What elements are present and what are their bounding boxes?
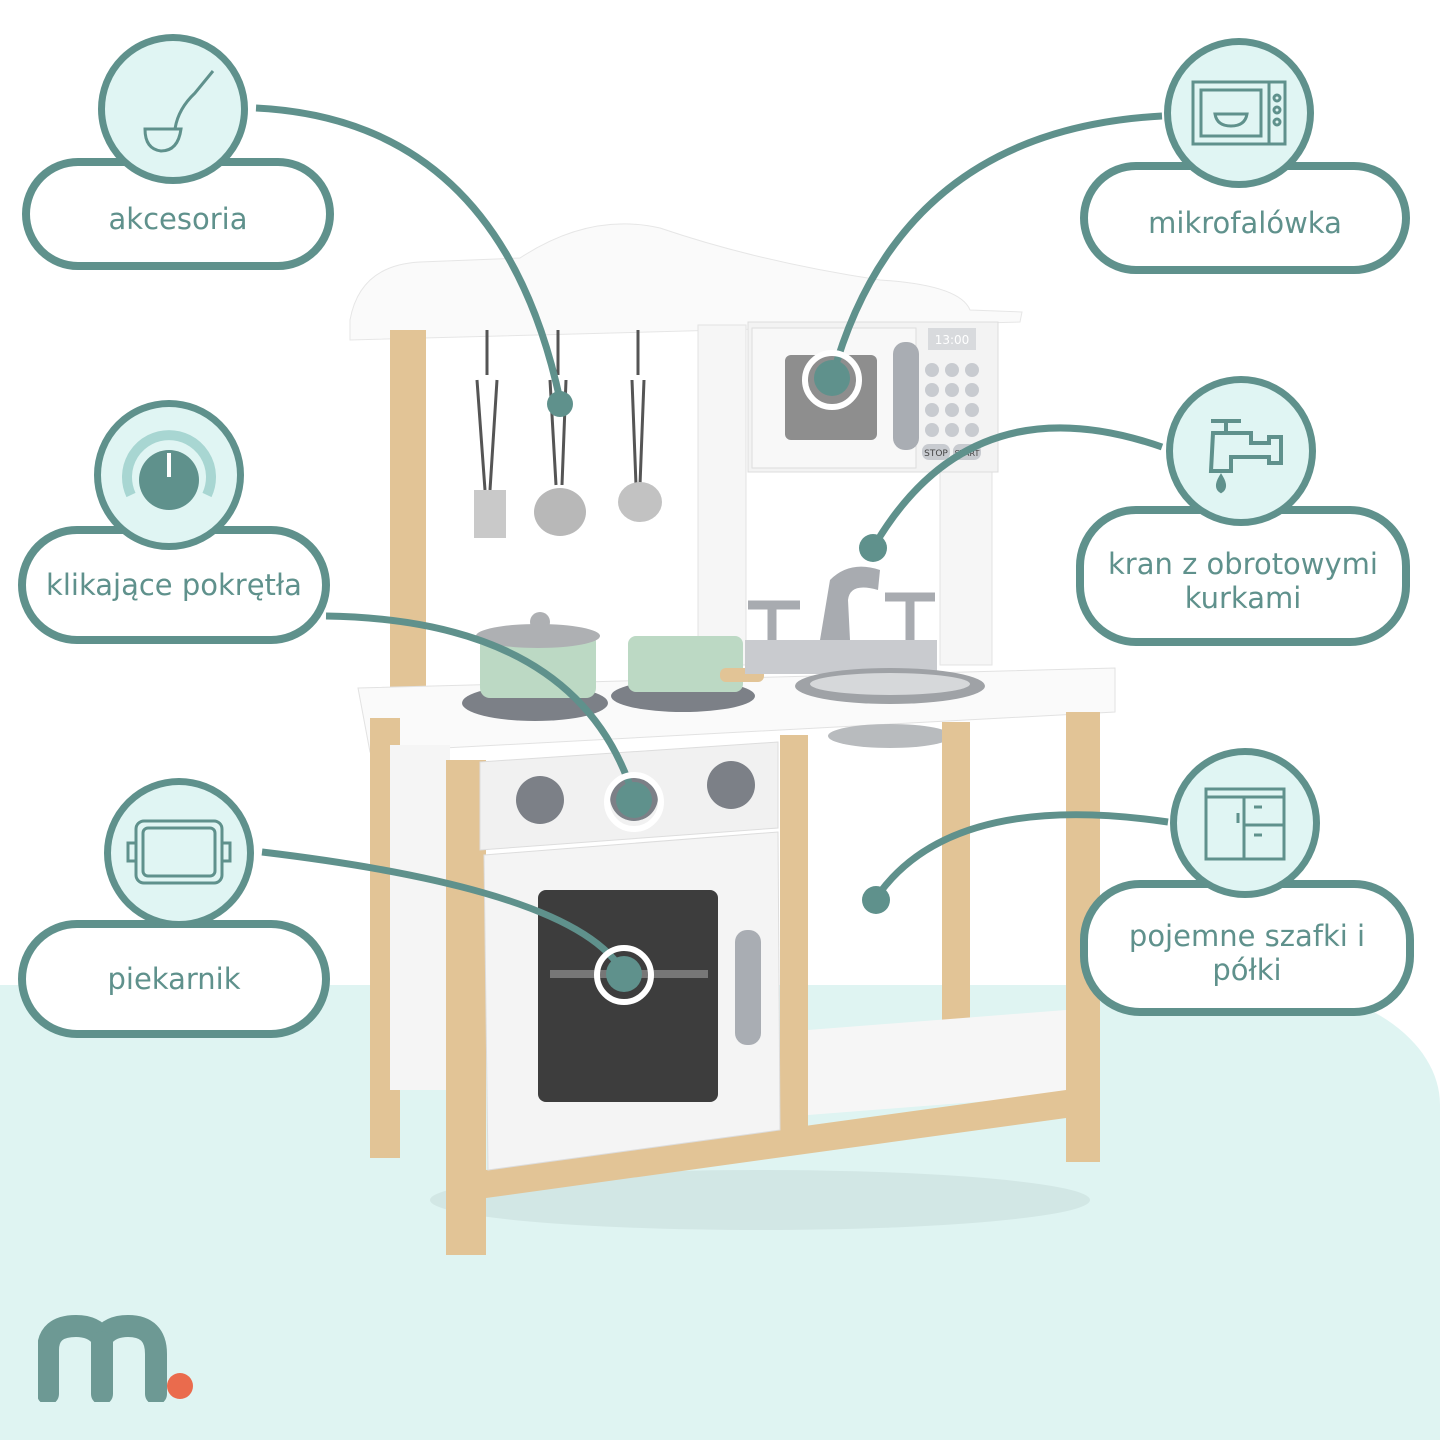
hanging-utensils xyxy=(475,330,646,491)
stop-button-label: STOP xyxy=(924,449,948,459)
callout-label: piekarnik xyxy=(107,962,241,996)
callout-cabinets: pojemne szafki i półki xyxy=(1080,880,1414,1016)
baking-tray-icon xyxy=(104,778,254,928)
ladle-icon xyxy=(98,34,248,184)
callout-label: klikające pokrętła xyxy=(46,568,302,602)
callout-label: kran z obrotowymi kurkami xyxy=(1107,547,1378,615)
microwave-icon xyxy=(1164,38,1314,188)
callout-oven: piekarnik xyxy=(18,920,330,1038)
pan xyxy=(628,636,743,692)
callout-lines xyxy=(255,104,1169,976)
callout-label: mikrofalówka xyxy=(1148,206,1342,240)
knob xyxy=(516,776,564,824)
faucet-icon xyxy=(1166,376,1316,526)
brand-logo xyxy=(37,1312,198,1406)
callout-faucet: kran z obrotowymi kurkami xyxy=(1076,506,1410,646)
microwave-display: 13:00 xyxy=(935,333,970,347)
left-post xyxy=(390,330,426,700)
microwave: 13:00 STOP START xyxy=(747,321,999,473)
callout-label: akcesoria xyxy=(108,202,248,236)
knob xyxy=(707,761,755,809)
knob-icon xyxy=(94,400,244,550)
callout-microwave: mikrofalówka xyxy=(1080,162,1410,274)
callout-label: pojemne szafki i półki xyxy=(1128,919,1366,987)
cabinet-icon xyxy=(1170,748,1320,898)
